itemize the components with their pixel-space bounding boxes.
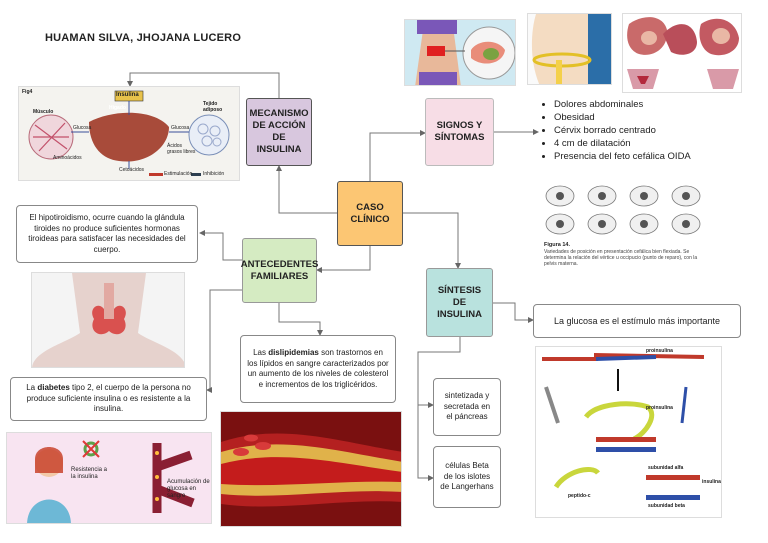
sign-item: Obesidad (554, 111, 742, 124)
synthesis-location-box: sintetizada y secretada en el páncreas (433, 378, 501, 436)
thyroid-image (31, 272, 185, 368)
obesity-measuring-image (527, 13, 612, 85)
muscle-label: Músculo (33, 109, 54, 115)
insulin-chain-label: insulina (702, 479, 721, 485)
fatty-acids-label: Ácidos grasos libres (167, 143, 196, 155)
sign-item: Dolores abdominales (554, 98, 742, 111)
resistance-label: Resistencia a la insulina (71, 467, 108, 480)
accumulation-label: Acumulación de glucosa en sangre (167, 479, 210, 499)
alpha-subunit-label: subunidad alfa (648, 465, 684, 471)
dyslipidemia-box: Las dislipidemias son trastornos en los … (240, 335, 396, 403)
diabetes-box: La diabetes tipo 2, el cuerpo de la pers… (10, 377, 207, 421)
insulin-mechanism-illustration (19, 87, 239, 180)
adipose-label: Tejido adiposo (203, 101, 223, 113)
stimulation-legend: Estimulación (164, 171, 193, 177)
sign-item: 4 cm de dilatación (554, 137, 742, 150)
dyslipidemia-text: Las dislipidemias son trastornos en los … (247, 348, 389, 389)
insulin-resistance-image: Resistencia a la insulina Acumulación de… (6, 432, 212, 524)
beta-cells-box: células Beta de los islotes de Langerhan… (433, 446, 501, 508)
sign-item: Cérvix borrado centrado (554, 124, 742, 137)
author-name: HUAMAN SILVA, JHOJANA LUCERO (45, 32, 242, 44)
signs-list: Dolores abdominales Obesidad Cérvix borr… (542, 98, 742, 166)
cervix-dilation-image (622, 13, 742, 93)
center-node[interactable]: CASO CLÍNICO (337, 181, 403, 246)
mechanism-node[interactable]: MECANISMO DE ACCIÓN DE INSULINA (246, 98, 312, 166)
synthesis-node[interactable]: SÍNTESIS DE INSULINA (426, 268, 493, 337)
glucose-box: La glucosa es el estímulo más importante (533, 304, 741, 338)
signs-node[interactable]: SIGNOS Y SÍNTOMAS (425, 98, 494, 166)
inhibition-legend: Inhibición (203, 171, 225, 177)
peptide-c-label: peptido-c (568, 493, 591, 499)
proinsulin-diagram: proinsulina proinsulina peptido-c subuni… (535, 346, 722, 518)
figure14-caption: Variedades de posición en presentación c… (544, 249, 698, 267)
aminoacids-label: Aminoácidos (53, 155, 82, 161)
family-node[interactable]: ANTECEDENTES FAMILIARES (241, 238, 318, 303)
artery-plaque-image (220, 411, 402, 527)
fetal-position-diagrams (545, 185, 701, 235)
abdominal-pain-image (404, 19, 516, 86)
fetal-position-figure: Figura 14. Variedades de posición en pre… (540, 178, 710, 278)
proinsulin-processing-illustration (542, 352, 705, 500)
glucose-label-left: Glucosa (73, 125, 92, 131)
diabetes-text: La diabetes tipo 2, el cuerpo de la pers… (26, 383, 191, 414)
insulin-label: Insulina (116, 92, 139, 98)
beta-subunit-label: subunidad beta (648, 503, 685, 509)
fig4-label: Fig4 (22, 89, 33, 95)
glucose-label-right: Glucosa (171, 125, 190, 131)
insulin-mechanism-figure: Fig4 Insulina Músculo Hígado Tejido adip… (18, 86, 240, 181)
ketones-label: Cetoácidos (119, 167, 145, 173)
hypothyroid-box: El hipotiroidismo, ocurre cuando la glán… (16, 205, 198, 263)
proinsulin-label-top: proinsulina (646, 348, 673, 354)
figure14-title: Figura 14. (544, 242, 570, 248)
liver-label: Hígado (109, 105, 126, 111)
proinsulin-label-mid: proinsulina (646, 405, 673, 411)
sign-item: Presencia del feto cefálica OIDA (554, 150, 742, 163)
